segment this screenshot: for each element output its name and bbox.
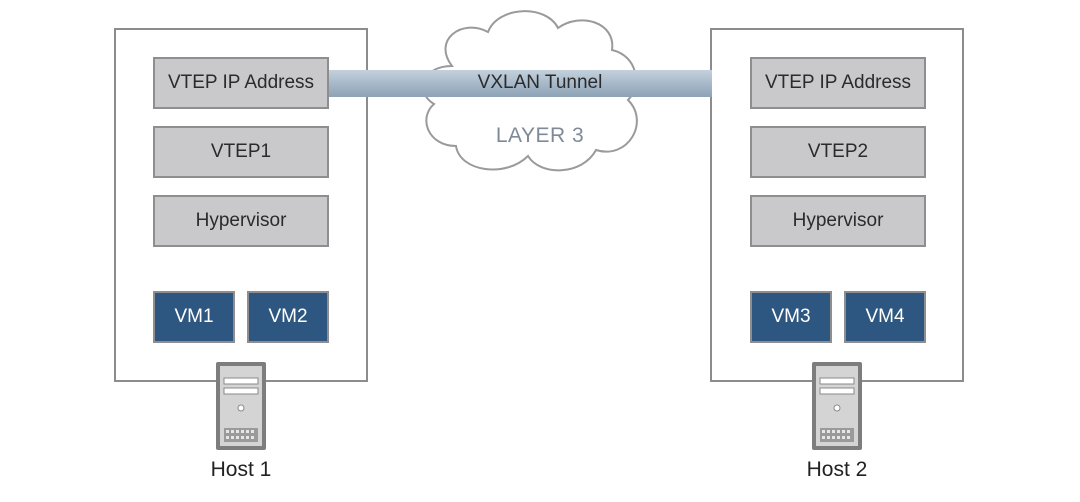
host-2-hypervisor-box: Hypervisor xyxy=(750,195,926,247)
tunnel-label: VXLAN Tunnel xyxy=(477,72,603,93)
vm-box-vm3: VM3 xyxy=(750,291,832,343)
host-1-vtep-ip-label: VTEP IP Address xyxy=(167,72,315,93)
tunnel-bar xyxy=(327,70,712,97)
host-1-label: Host 1 xyxy=(210,458,272,481)
vm-label: VM2 xyxy=(268,306,308,327)
vm-label: VM3 xyxy=(771,306,811,327)
host-2-vtep-box: VTEP2 xyxy=(750,126,926,178)
server-tower-icon xyxy=(812,362,862,450)
host-2-label: Host 2 xyxy=(806,458,868,481)
vm-label: VM4 xyxy=(865,306,905,327)
server-tower-icon xyxy=(216,362,266,450)
host-1-vtep-box: VTEP1 xyxy=(153,126,329,178)
host-2-vtep-label: VTEP2 xyxy=(807,141,869,162)
vm-box-vm4: VM4 xyxy=(844,291,926,343)
host-2-hypervisor-label: Hypervisor xyxy=(792,210,884,231)
host-2-vtep-ip-box: VTEP IP Address xyxy=(750,57,926,109)
host-1-hypervisor-box: Hypervisor xyxy=(153,195,329,247)
host-1-vtep-ip-box: VTEP IP Address xyxy=(153,57,329,109)
host-2-vtep-ip-label: VTEP IP Address xyxy=(764,72,912,93)
layer-label: LAYER 3 xyxy=(495,124,585,147)
vm-label: VM1 xyxy=(174,306,214,327)
host-1-hypervisor-label: Hypervisor xyxy=(195,210,287,231)
vm-box-vm1: VM1 xyxy=(153,291,235,343)
host-1-vtep-label: VTEP1 xyxy=(210,141,272,162)
vm-box-vm2: VM2 xyxy=(247,291,329,343)
